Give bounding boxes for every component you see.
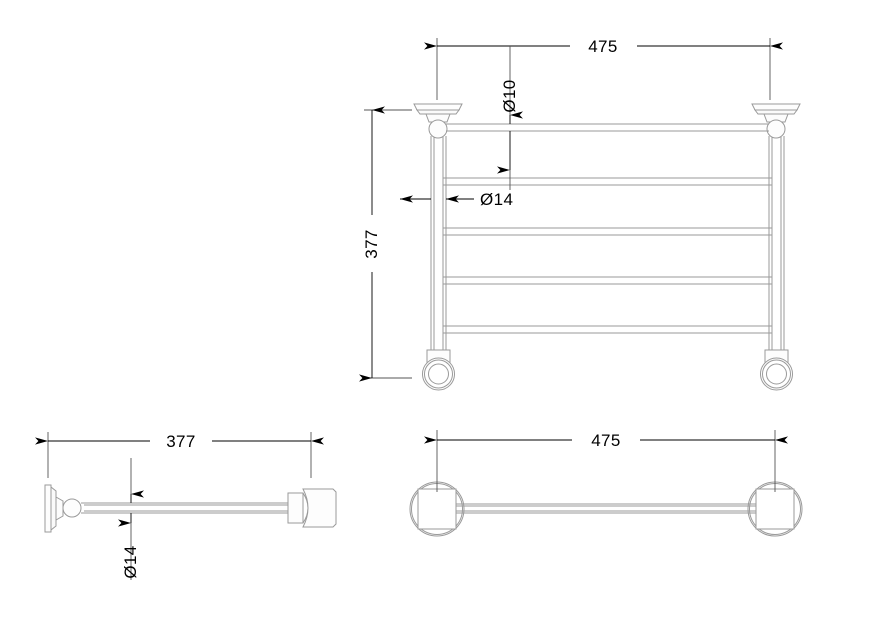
dimension-label-front-height-group: 377	[362, 229, 381, 259]
side-arm-tube	[81, 502, 288, 514]
towel-bar-3	[443, 227, 772, 236]
left-wall-flange	[413, 103, 463, 123]
side-end-cap	[287, 488, 337, 528]
dimension-label-bar-diameter: Ø10	[500, 79, 519, 112]
plan-part-geometry	[409, 481, 803, 537]
view-side-elevation: 377 Ø14	[35, 432, 337, 580]
right-ball-joint	[766, 119, 786, 139]
left-foot	[422, 349, 455, 391]
towel-bar-4	[443, 276, 772, 285]
side-part-geometry	[44, 484, 337, 533]
towel-bar-1	[446, 123, 769, 132]
towel-bar-2	[443, 177, 772, 186]
towel-bar-5	[443, 325, 772, 334]
dimension-label-front-height: 377	[362, 229, 381, 259]
dimension-label-front-width: 475	[588, 37, 618, 56]
right-vertical-post	[768, 136, 785, 350]
dimension-label-post-diameter: Ø14	[480, 190, 513, 209]
dimension-plan-width	[424, 430, 788, 492]
right-foot	[760, 349, 793, 391]
dimension-label-bar-diameter-group: Ø10	[500, 79, 519, 112]
right-wall-flange	[751, 103, 801, 123]
front-part-geometry	[413, 103, 801, 391]
plan-left-base	[409, 481, 465, 537]
dimension-label-arm-diameter-group: Ø14	[121, 545, 140, 578]
left-vertical-post	[430, 136, 447, 350]
side-wall-flange	[44, 484, 64, 533]
plan-connecting-rail	[456, 503, 756, 514]
dimension-label-side-projection: 377	[166, 432, 196, 451]
dimension-front-height	[359, 106, 412, 382]
dimension-label-plan-width: 475	[591, 431, 621, 450]
side-ball-joint	[62, 498, 82, 518]
dimension-side-projection	[35, 432, 324, 478]
dimension-label-arm-diameter: Ø14	[121, 545, 140, 578]
plan-right-base	[747, 481, 803, 537]
dimension-front-width	[424, 38, 783, 100]
view-front-elevation: 475 Ø10 Ø14 377	[359, 37, 801, 391]
view-plan: 475	[409, 430, 803, 537]
left-ball-joint	[428, 119, 448, 139]
